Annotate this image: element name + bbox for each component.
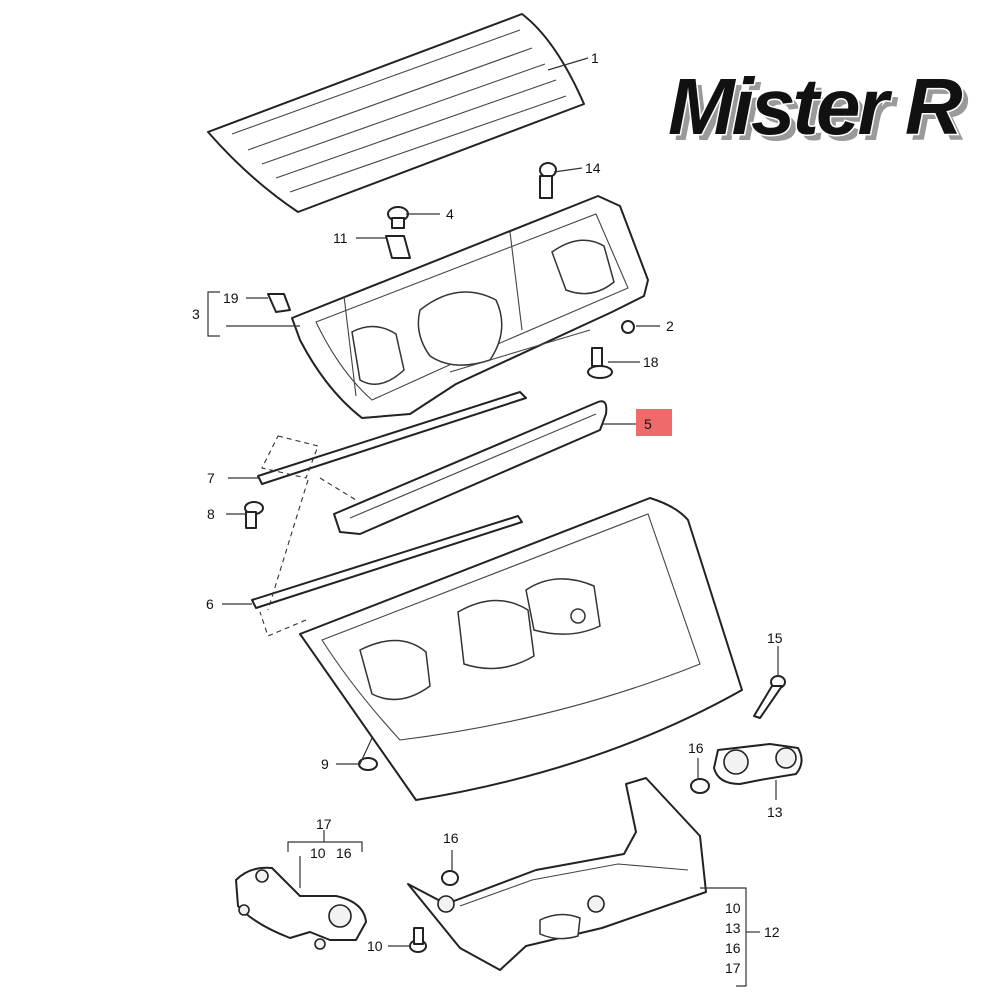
- part-17-lock-assembly: [235, 866, 367, 950]
- part-16-nut-lower: [441, 870, 459, 886]
- callout-11: 11: [333, 230, 348, 246]
- callout-13: 13: [767, 804, 783, 820]
- callout-16-upper: 16: [688, 740, 704, 756]
- group-12-item-17: 17: [725, 960, 741, 976]
- part-1-grille-panel: [207, 13, 585, 213]
- leader-lines: [207, 57, 779, 987]
- callout-14: 14: [585, 160, 601, 176]
- part-7-upper-seal: [257, 391, 527, 485]
- part-19-clip: [267, 293, 291, 313]
- part-5-trim-strip: [333, 400, 608, 535]
- watermark-shadow: Mister R: [674, 68, 969, 157]
- part-16-nut-upper: [690, 778, 710, 794]
- fasteners: [244, 162, 786, 953]
- part-12-latch-bracket: [407, 777, 707, 971]
- callout-16-lower: 16: [443, 830, 459, 846]
- part-13-actuator: [713, 743, 803, 785]
- part-18-stud: [587, 347, 613, 379]
- part-4-nut: [387, 206, 409, 229]
- callout-7: 7: [207, 470, 215, 486]
- callout-1: 1: [591, 50, 599, 66]
- callout-2: 2: [666, 318, 674, 334]
- part-11-bracket-clip: [385, 235, 411, 259]
- callout-19: 19: [223, 290, 239, 306]
- watermark-text: Mister R: [668, 62, 963, 151]
- callout-3: 3: [192, 306, 200, 322]
- group-12-item-13: 13: [725, 920, 741, 936]
- callout-17: 17: [316, 816, 332, 832]
- group-12-item-16: 16: [725, 940, 741, 956]
- callout-5-highlight: [636, 409, 672, 436]
- part-8-fastener: [244, 501, 264, 529]
- callout-6: 6: [206, 596, 214, 612]
- part-10-bolt: [409, 927, 427, 953]
- callout-9: 9: [321, 756, 329, 772]
- callout-4: 4: [446, 206, 454, 222]
- callout-8: 8: [207, 506, 215, 522]
- callout-15: 15: [767, 630, 783, 646]
- callout-10: 10: [367, 938, 383, 954]
- part-2-plug: [621, 320, 635, 334]
- part-3-inner-frame: [291, 195, 649, 419]
- callout-18: 18: [643, 354, 659, 370]
- callout-labels: 1 2 3 4 5 6 7 8 9 10 11 12 13 14 15 16 1…: [192, 50, 783, 976]
- part-6-lower-seal: [251, 515, 523, 609]
- part-14-bolt: [539, 162, 557, 199]
- callout-12: 12: [764, 924, 780, 940]
- group-17-item-16: 16: [336, 845, 352, 861]
- callout-5: 5: [644, 416, 652, 432]
- alignment-guides: [259, 435, 357, 637]
- part-15-bolt: [753, 675, 786, 719]
- outer-lid: [299, 497, 743, 801]
- watermark: Mister R Mister R: [667, 61, 972, 158]
- group-12-item-10: 10: [725, 900, 741, 916]
- group-17-item-10: 10: [310, 845, 326, 861]
